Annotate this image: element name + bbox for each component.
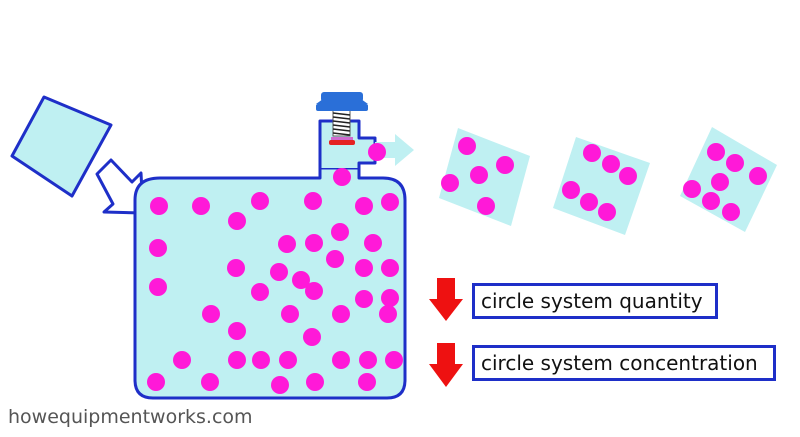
particle-dot (562, 181, 580, 199)
particles (147, 137, 767, 394)
particle-dot (281, 305, 299, 323)
particle-dot (201, 373, 219, 391)
pouring-cup (10, 95, 113, 198)
particle-dot (228, 212, 246, 230)
particle-dot (381, 289, 399, 307)
decrease-arrow-icon-quantity (429, 278, 463, 321)
concentration-label: circle system concentration (472, 345, 776, 381)
particle-dot (496, 156, 514, 174)
particle-dot (228, 322, 246, 340)
particle-dot (598, 203, 616, 221)
particle-dot (228, 351, 246, 369)
particle-dot (619, 167, 637, 185)
particle-dot (381, 193, 399, 211)
particle-dot (580, 193, 598, 211)
particle-dot (331, 223, 349, 241)
particle-dot (355, 197, 373, 215)
particle-dot (333, 168, 351, 186)
valve-spring (332, 109, 351, 137)
particle-dot (150, 197, 168, 215)
particle-dot (477, 197, 495, 215)
particle-dot (355, 259, 373, 277)
particle-dot (722, 203, 740, 221)
particle-dot (306, 373, 324, 391)
particle-dot (279, 351, 297, 369)
particle-dot (355, 290, 373, 308)
particle-dot (305, 282, 323, 300)
particle-dot (251, 192, 269, 210)
particle-dot (726, 154, 744, 172)
particle-dot (385, 351, 403, 369)
particle-dot (707, 143, 725, 161)
particle-dot (278, 235, 296, 253)
valve-assembly (316, 92, 377, 168)
particle-dot (303, 328, 321, 346)
particle-dot (332, 351, 350, 369)
particle-dot (364, 234, 382, 252)
particle-dot (683, 180, 701, 198)
particle-dot (583, 144, 601, 162)
particle-dot (749, 167, 767, 185)
particle-dot (304, 192, 322, 210)
particle-dot (173, 351, 191, 369)
particle-dot (270, 263, 288, 281)
particle-dot (202, 305, 220, 323)
particle-dot (711, 173, 729, 191)
particle-dot (470, 166, 488, 184)
particle-dot (149, 239, 167, 257)
particle-dot (147, 373, 165, 391)
particle-dot (441, 174, 459, 192)
outflow-arrow-icon (375, 134, 414, 166)
particle-dot (149, 278, 167, 296)
particle-dot (458, 137, 476, 155)
site-watermark: howequipmentworks.com (8, 406, 253, 428)
particle-dot (332, 305, 350, 323)
particle-dot (192, 197, 210, 215)
particle-dot (251, 283, 269, 301)
particle-dot (379, 305, 397, 323)
quantity-label: circle system quantity (472, 283, 718, 319)
valve-seal (329, 140, 355, 145)
particle-dot (368, 143, 386, 161)
particle-dot (326, 250, 344, 268)
particle-dot (271, 376, 289, 394)
decrease-arrow-icon-concentration (429, 343, 463, 387)
valve-cap (316, 92, 368, 111)
particle-dot (381, 259, 399, 277)
particle-dot (359, 351, 377, 369)
particle-dot (358, 373, 376, 391)
particle-dot (227, 259, 245, 277)
output-box-2 (553, 137, 650, 235)
particle-dot (305, 234, 323, 252)
particle-dot (702, 192, 720, 210)
particle-dot (602, 155, 620, 173)
particle-dot (252, 351, 270, 369)
particle-dot (292, 271, 310, 289)
